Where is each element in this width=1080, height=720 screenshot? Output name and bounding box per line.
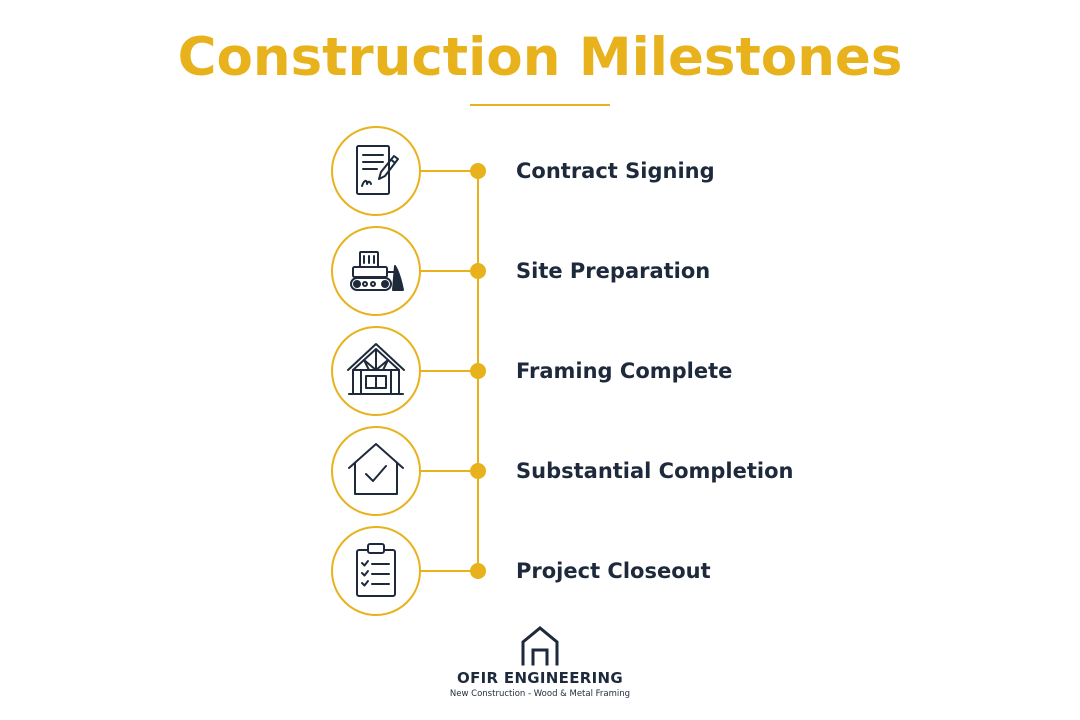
milestone-connector [419, 470, 477, 472]
timeline-dot [470, 563, 486, 579]
milestone-label: Project Closeout [516, 559, 711, 583]
milestone-label: Contract Signing [516, 159, 715, 183]
company-name: OFIR ENGINEERING [457, 669, 623, 687]
milestone-contract-signing: Contract Signing [0, 126, 1080, 216]
milestone-substantial-completion: Substantial Completion [0, 426, 1080, 516]
contract-signing-icon [356, 145, 399, 195]
clipboard-checklist-icon [356, 543, 396, 597]
timeline-dot [470, 363, 486, 379]
milestone-label: Framing Complete [516, 359, 733, 383]
company-tagline: New Construction - Wood & Metal Framing [449, 689, 631, 699]
milestone-icon-circle [331, 126, 421, 216]
house-logo-icon [521, 626, 559, 666]
company-logo: OFIR ENGINEERING New Construction - Wood… [0, 622, 1080, 712]
milestone-connector [419, 570, 477, 572]
milestone-connector [419, 370, 477, 372]
house-check-icon [348, 443, 404, 495]
timeline-dot [470, 263, 486, 279]
timeline-dot [470, 463, 486, 479]
milestone-icon-circle [331, 226, 421, 316]
milestone-label: Site Preparation [516, 259, 711, 283]
milestone-icon-circle [331, 426, 421, 516]
milestone-connector [419, 170, 477, 172]
title-underline [470, 104, 610, 106]
milestone-connector [419, 270, 477, 272]
milestone-icon-circle [331, 526, 421, 616]
milestone-label: Substantial Completion [516, 459, 794, 483]
house-framing-icon [347, 343, 405, 395]
timeline-dot [470, 163, 486, 179]
milestone-site-preparation: Site Preparation [0, 226, 1080, 316]
page-title: Construction Milestones [177, 27, 903, 88]
milestone-icon-circle [331, 326, 421, 416]
bulldozer-icon [350, 251, 404, 291]
milestone-project-closeout: Project Closeout [0, 526, 1080, 616]
milestone-framing-complete: Framing Complete [0, 326, 1080, 416]
